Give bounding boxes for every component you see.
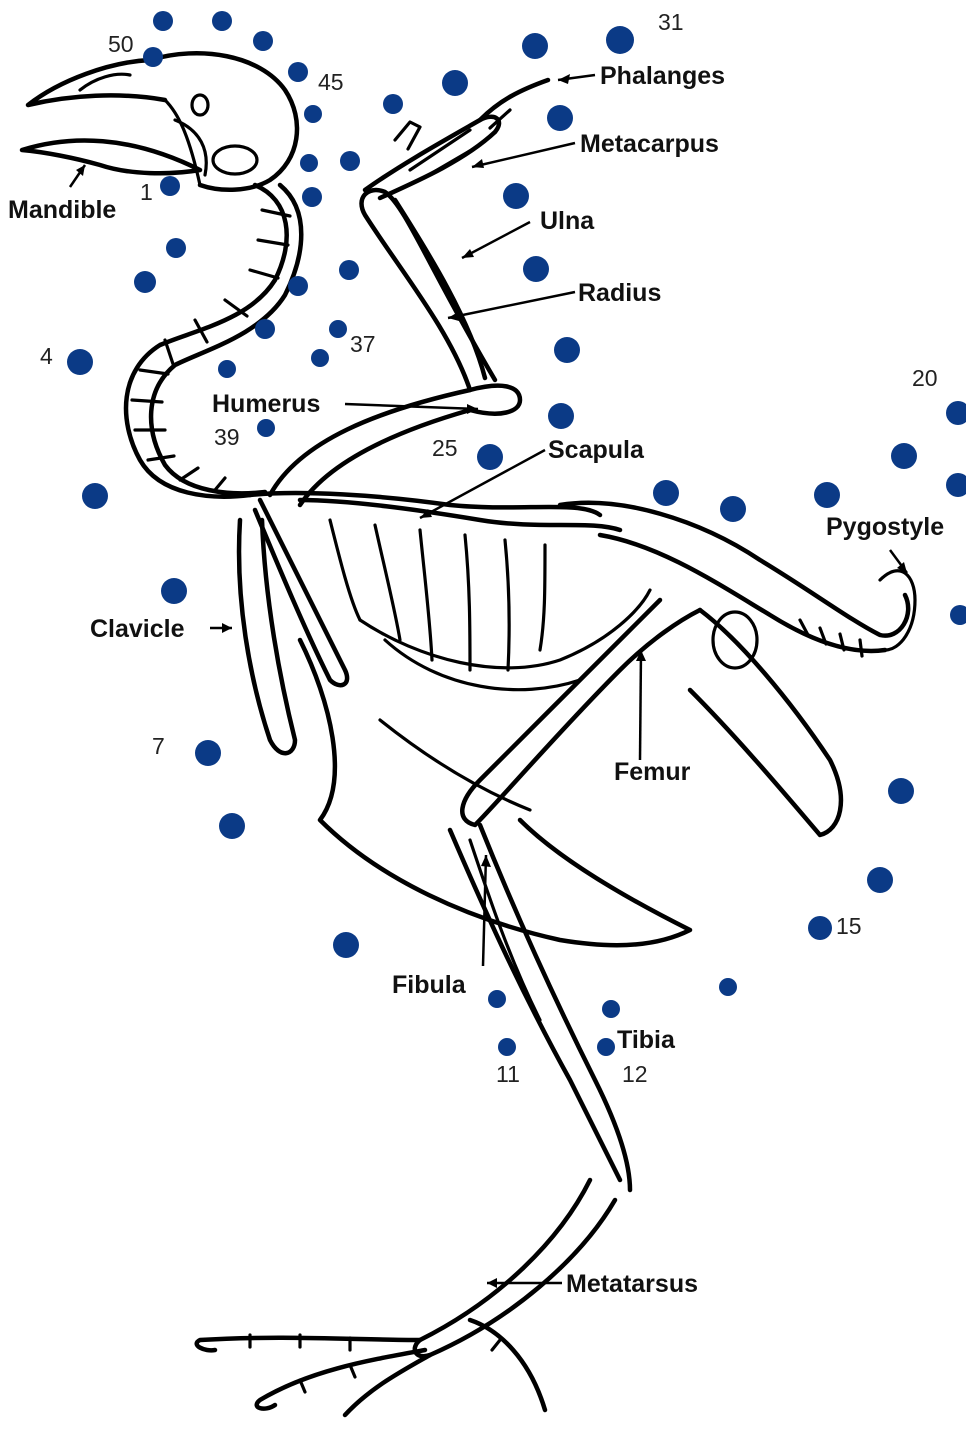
label-tibia: Tibia	[617, 1026, 676, 1054]
dot-42[interactable]	[288, 276, 308, 296]
label-ulna: Ulna	[540, 207, 595, 235]
label-femur: Femur	[614, 758, 691, 786]
label-clavicle: Clavicle	[90, 615, 185, 643]
dot-14[interactable]	[719, 978, 737, 996]
label-arrows	[70, 74, 907, 1288]
dot-10[interactable]	[488, 990, 506, 1008]
dot-number-45: 45	[318, 69, 344, 95]
label-metatarsus: Metatarsus	[566, 1270, 698, 1298]
dot-50[interactable]	[143, 47, 163, 67]
dot-33[interactable]	[442, 70, 468, 96]
dot-8[interactable]	[219, 813, 245, 839]
dot-24[interactable]	[653, 480, 679, 506]
label-scapula: Scapula	[548, 436, 645, 464]
dot-3[interactable]	[134, 271, 156, 293]
bone-labels: Phalanges Metacarpus Ulna Radius Humerus…	[8, 62, 944, 1298]
clavicle-bone	[239, 500, 347, 753]
dot-13[interactable]	[602, 1000, 620, 1018]
label-pygostyle: Pygostyle	[826, 513, 944, 541]
dot-34[interactable]	[383, 94, 403, 114]
dot-19[interactable]	[946, 473, 966, 497]
dot-27[interactable]	[554, 337, 580, 363]
dot-number-37: 37	[350, 331, 376, 357]
dot-48[interactable]	[212, 11, 232, 31]
dot-2[interactable]	[166, 238, 186, 258]
dot-31[interactable]	[606, 26, 634, 54]
dot-47[interactable]	[253, 31, 273, 51]
dot-number-4: 4	[40, 343, 53, 369]
dot-45[interactable]	[304, 105, 322, 123]
dot-28[interactable]	[523, 256, 549, 282]
dot-20[interactable]	[891, 443, 917, 469]
dot-number-11: 11	[496, 1061, 520, 1087]
dot-23[interactable]	[720, 496, 746, 522]
dot-37[interactable]	[329, 320, 347, 338]
dot-18[interactable]	[950, 605, 966, 625]
dot-21[interactable]	[946, 401, 966, 425]
dot-38[interactable]	[311, 349, 329, 367]
label-humerus: Humerus	[212, 390, 320, 418]
foot-toes	[197, 1320, 545, 1415]
dot-number-7: 7	[152, 733, 165, 759]
dot-6[interactable]	[161, 578, 187, 604]
dot-44[interactable]	[300, 154, 318, 172]
label-phalanges: Phalanges	[600, 62, 725, 90]
dot-30[interactable]	[547, 105, 573, 131]
dot-17[interactable]	[888, 778, 914, 804]
dot-5[interactable]	[82, 483, 108, 509]
dot-22[interactable]	[814, 482, 840, 508]
metatarsus-bone	[415, 1180, 615, 1356]
dot-12[interactable]	[597, 1038, 615, 1056]
dot-1[interactable]	[160, 176, 180, 196]
dot-25[interactable]	[477, 444, 503, 470]
dot-number-39: 39	[214, 424, 240, 450]
dot-11[interactable]	[498, 1038, 516, 1056]
dot-number-50: 50	[108, 31, 134, 57]
dot-number-15: 15	[836, 913, 862, 939]
dot-15[interactable]	[808, 916, 832, 940]
mandible-bone	[22, 140, 200, 173]
dot-number-20: 20	[912, 365, 938, 391]
dot-39[interactable]	[218, 360, 236, 378]
dot-49[interactable]	[153, 11, 173, 31]
wing-bones	[270, 80, 548, 505]
dot-7[interactable]	[195, 740, 221, 766]
dot-4[interactable]	[67, 349, 93, 375]
dot-16[interactable]	[867, 867, 893, 893]
dot-40[interactable]	[257, 419, 275, 437]
dot-26[interactable]	[548, 403, 574, 429]
label-mandible: Mandible	[8, 196, 116, 224]
dot-number-1: 1	[140, 179, 153, 205]
skull	[28, 53, 297, 189]
dot-number-12: 12	[622, 1061, 648, 1087]
dot-46[interactable]	[288, 62, 308, 82]
sternum-keel	[300, 640, 690, 945]
label-metacarpus: Metacarpus	[580, 130, 719, 158]
dot-35[interactable]	[340, 151, 360, 171]
dot-36[interactable]	[339, 260, 359, 280]
dot-43[interactable]	[302, 187, 322, 207]
dot-41[interactable]	[255, 319, 275, 339]
dot-number-25: 25	[432, 435, 458, 461]
dot-9[interactable]	[333, 932, 359, 958]
label-radius: Radius	[578, 279, 661, 307]
dot-32[interactable]	[522, 33, 548, 59]
label-fibula: Fibula	[392, 971, 467, 999]
dot-29[interactable]	[503, 183, 529, 209]
dot-number-31: 31	[658, 9, 684, 35]
femur-bone	[462, 600, 700, 825]
